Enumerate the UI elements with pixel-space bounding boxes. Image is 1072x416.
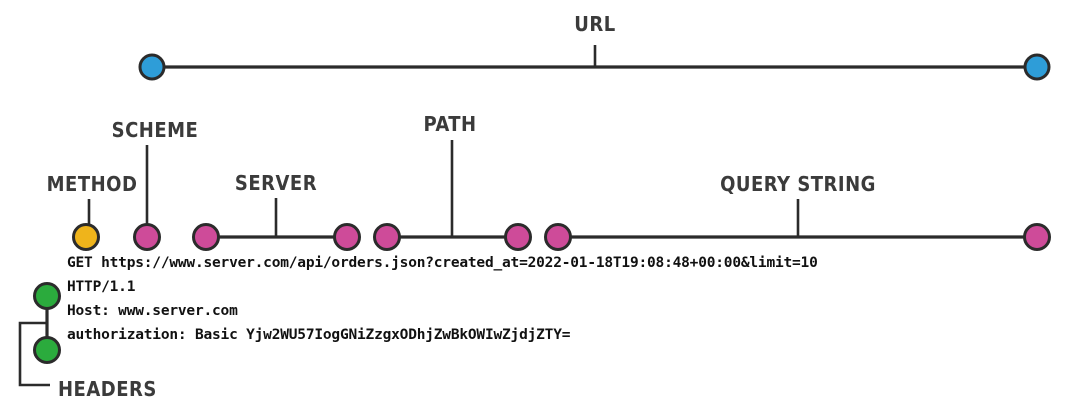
path-end-node — [504, 223, 532, 251]
server-span-group — [192, 198, 361, 251]
url-span-group — [138, 45, 1051, 81]
http-version-line: HTTP/1.1 — [67, 279, 136, 295]
host-header-line: Host: www.server.com — [67, 303, 238, 319]
label-server: SERVER — [234, 171, 318, 195]
label-query-string: QUERY STRING — [720, 172, 876, 196]
label-url: URL — [574, 12, 616, 36]
headers-span-group — [18, 282, 61, 387]
query-string-start-node — [544, 223, 572, 251]
query-string-span-group — [544, 199, 1051, 251]
url-start-node — [138, 53, 166, 81]
path-span-group — [373, 140, 532, 251]
label-path: PATH — [423, 112, 477, 136]
server-end-node — [333, 223, 361, 251]
method-node — [72, 223, 100, 251]
request-line: GET https://www.server.com/api/orders.js… — [67, 255, 818, 271]
headers-start-node — [33, 282, 61, 310]
headers-bracket-line — [18, 321, 50, 387]
path-start-node — [373, 223, 401, 251]
scheme-group — [133, 145, 161, 251]
label-method: METHOD — [46, 172, 138, 196]
server-start-node — [192, 223, 220, 251]
method-group — [72, 199, 100, 251]
headers-end-node — [33, 336, 61, 364]
query-string-end-node — [1023, 223, 1051, 251]
label-headers: HEADERS — [58, 377, 157, 401]
url-end-node — [1023, 53, 1051, 81]
authorization-header-line: authorization: Basic Yjw2WU57IogGNiZzgxO… — [67, 327, 571, 343]
scheme-node — [133, 223, 161, 251]
label-scheme: SCHEME — [111, 118, 199, 142]
